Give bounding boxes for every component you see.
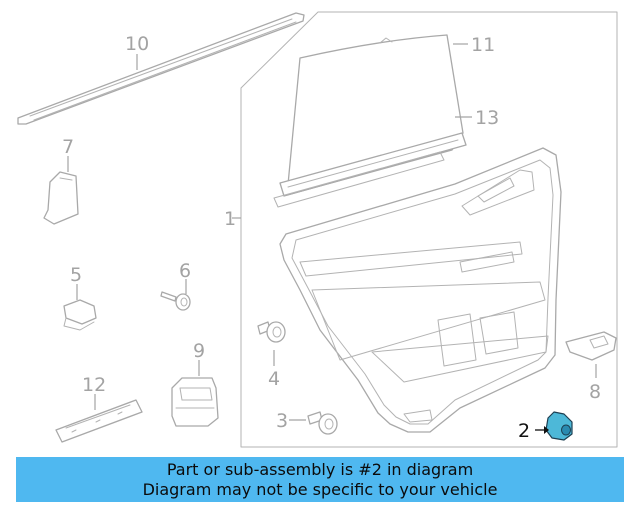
callout-7: 7 — [62, 136, 74, 158]
part-8-bracket — [565, 331, 617, 378]
banner-line-part-info: Part or sub-assembly is #2 in diagram — [166, 459, 474, 479]
part-9-switch — [171, 360, 219, 427]
parts-diagram: 1 2 3 4 5 6 7 8 9 10 11 12 13 — [17, 11, 618, 448]
part-6-screw — [160, 279, 191, 311]
callout-8: 8 — [589, 381, 601, 403]
part-12-bezel-strip — [55, 394, 143, 443]
door-trim-panel — [279, 147, 562, 433]
callout-9: 9 — [193, 340, 205, 362]
callout-5: 5 — [70, 264, 82, 286]
part-4-push-pin — [257, 321, 286, 366]
callout-12: 12 — [82, 374, 106, 396]
part-7-trim-cover — [43, 156, 79, 225]
callout-1: 1 — [224, 208, 236, 230]
callout-6: 6 — [179, 260, 191, 282]
part-2-clip-highlighted[interactable] — [535, 411, 573, 441]
callout-3: 3 — [276, 410, 288, 432]
callout-11: 11 — [471, 34, 495, 56]
part-5-clip — [63, 284, 97, 331]
callout-10: 10 — [125, 33, 149, 55]
callout-13: 13 — [475, 107, 499, 129]
part-10-belt-molding — [17, 12, 305, 125]
callout-4: 4 — [268, 368, 280, 390]
door-panel-assembly-frame — [232, 11, 618, 448]
info-banner: Part or sub-assembly is #2 in diagram Di… — [16, 457, 624, 502]
part-3-fastener — [289, 411, 338, 435]
part-13-run-channel — [273, 116, 472, 208]
callout-2[interactable]: 2 — [518, 420, 530, 442]
banner-line-disclaimer: Diagram may not be specific to your vehi… — [142, 479, 498, 499]
part-11-door-glass — [286, 34, 468, 196]
